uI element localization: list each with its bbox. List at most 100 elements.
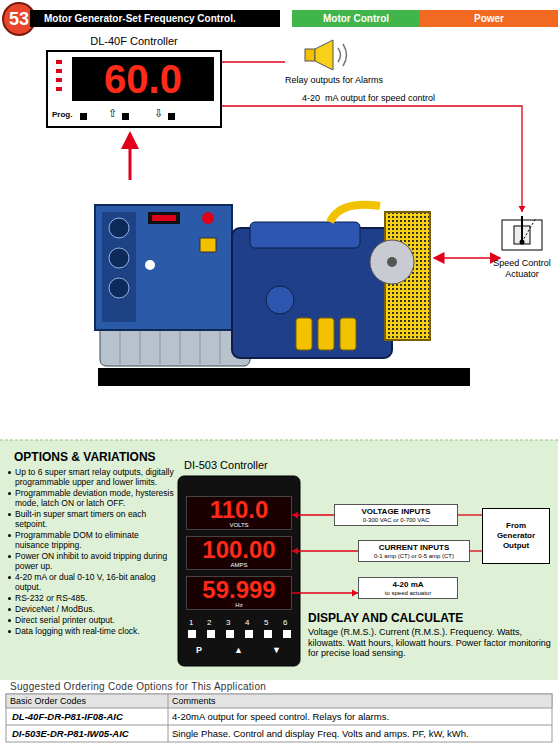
display-digits: 110.0 xyxy=(187,497,291,522)
label-holder: 2 xyxy=(207,618,211,627)
connector xyxy=(458,515,482,516)
panel-border xyxy=(0,440,558,441)
options-panel: OPTIONS & VARIATIONS Up to 6 super smart … xyxy=(0,440,558,680)
status-led xyxy=(56,78,62,82)
connector-line xyxy=(222,61,285,62)
box-detail: 0-300 VAC or 0-700 VAC xyxy=(335,516,457,524)
label-holder: DL-40F-DR-P81-IF08-AIC xyxy=(12,711,123,722)
bullet-dot xyxy=(8,555,11,558)
connector-line xyxy=(458,514,482,515)
alarm-label: Relay outputs for Alarms xyxy=(285,38,405,86)
bullet-text: 4-20 mA or dual 0-10 V, 16-bit analog ou… xyxy=(15,572,174,592)
table-rule xyxy=(168,694,169,742)
display-unit: AMPS xyxy=(187,562,291,569)
connector-line xyxy=(292,514,334,515)
generator-set xyxy=(95,205,470,386)
status-led xyxy=(56,69,62,73)
label-holder: Suggested Ordering Code Options for This… xyxy=(10,681,266,693)
category-tab: Motor Control xyxy=(292,10,420,27)
button-label: P xyxy=(196,645,202,655)
table-cell: Single Phase. Control and display Freq. … xyxy=(172,728,469,739)
connector xyxy=(222,62,285,63)
bullet-text: DeviceNet / ModBus. xyxy=(15,604,95,614)
status-led xyxy=(56,87,62,91)
bullet-dot xyxy=(8,608,11,611)
label-holder: 5 xyxy=(264,618,268,627)
panel-heading: OPTIONS & VARIATIONS xyxy=(14,450,558,464)
label-holder: Prog. xyxy=(52,110,72,120)
options-panel-ground xyxy=(0,440,558,680)
edge-label: 4-20 mA output for speed control xyxy=(300,93,437,104)
speaker-icon xyxy=(295,38,355,72)
bullet-text: Programmable DOM to eliminate nuisance t… xyxy=(15,530,174,550)
push-button xyxy=(168,113,175,120)
bullet-list: Up to 6 super smart relay outputs, digit… xyxy=(8,467,174,636)
bullet-row: DeviceNet / ModBus. xyxy=(8,604,174,614)
input-box: VOLTAGE INPUTS0-300 VAC or 0-700 VAC xyxy=(334,504,458,526)
connector-line xyxy=(292,550,358,551)
di503-controller: DI-503 Controller110.0VOLTS100.00AMPS59.… xyxy=(178,458,300,668)
box-title: From Generator Output xyxy=(486,521,546,551)
bullet-dot xyxy=(8,534,11,537)
push-button xyxy=(283,630,291,638)
actuator-lever xyxy=(522,218,536,242)
speed-actuator: Speed Control Actuator xyxy=(486,212,558,288)
bullet-text: Power ON inhibit to avoid tripping durin… xyxy=(15,551,174,571)
bullet-dot xyxy=(8,471,11,474)
bullet-dot xyxy=(8,597,11,600)
di503-body xyxy=(178,476,300,666)
bullet-row: Power ON inhibit to avoid tripping durin… xyxy=(8,551,174,571)
bullet-dot xyxy=(8,576,11,579)
box-title: VOLTAGE INPUTS xyxy=(335,507,457,516)
display-unit: Hz xyxy=(187,602,291,609)
title-bar: Motor Generator-Set Frequency Control. xyxy=(30,10,280,27)
box-title: 4-20 mA xyxy=(359,580,457,589)
speaker-part xyxy=(315,40,333,70)
push-button xyxy=(245,630,253,638)
bullet-text: Built-in super smart timers on each setp… xyxy=(15,509,174,529)
label-holder: Comments xyxy=(172,696,216,707)
connector xyxy=(292,512,334,519)
label-holder: ⇩ xyxy=(154,107,163,120)
alarm-speaker: Relay outputs for Alarms xyxy=(285,38,405,90)
label-holder: 4-20 mA output for speed control xyxy=(300,93,437,104)
title-text: Motor Generator-Set Frequency Control. xyxy=(44,10,280,27)
display-digits: 100.00 xyxy=(187,537,291,562)
section-text: Voltage (R.M.S.). Current (R.M.S.). Freq… xyxy=(308,627,552,659)
table-heading: Suggested Ordering Code Options for This… xyxy=(10,681,266,693)
bullet-text: RS-232 or RS-485. xyxy=(15,593,87,603)
actuator-pivot xyxy=(520,240,525,245)
bullet-row: Built-in super smart timers on each setp… xyxy=(8,509,174,529)
button-label: ⇧ xyxy=(108,107,117,120)
button-number: 4 xyxy=(245,618,249,627)
status-led xyxy=(56,60,62,64)
bullet-row: Up to 6 super smart relay outputs, digit… xyxy=(8,467,174,487)
dl40f-controller: DL-40F Controller60.0Prog.⇧⇩ xyxy=(46,34,222,128)
actuator-icon xyxy=(500,212,544,254)
push-button xyxy=(226,630,234,638)
input-box: CURRENT INPUTS0-1 amp (CT) or 0-5 amp (C… xyxy=(358,540,470,562)
label-holder: 4 xyxy=(245,618,249,627)
table-cell: DI-503E-DR-P81-IW05-AIC xyxy=(12,728,129,739)
bullet-text: Data logging with real-time clock. xyxy=(15,626,140,636)
label-holder: Basic Order Codes xyxy=(10,696,86,707)
button-label: ▼ xyxy=(272,645,281,655)
display-digits: 60.0 xyxy=(72,57,214,101)
bullet-text: Up to 6 super smart relay outputs, digit… xyxy=(15,467,174,487)
push-button xyxy=(188,630,196,638)
push-button xyxy=(122,113,129,120)
table-rule xyxy=(6,725,552,726)
display-window: 100.00AMPS xyxy=(186,536,292,570)
button-label: ⇩ xyxy=(154,107,163,120)
bullet-dot xyxy=(8,630,11,633)
display-digits: 59.999 xyxy=(187,577,291,602)
button-number: 6 xyxy=(283,618,287,627)
button-number: 1 xyxy=(189,618,193,627)
bullet-row: Programmable deviation mode, hysteresis … xyxy=(8,488,174,508)
bullet-dot xyxy=(8,492,11,495)
label-holder: P xyxy=(196,645,202,655)
bullet-dot xyxy=(8,513,11,516)
label-holder: DISPLAY AND CALCULATE xyxy=(308,611,552,625)
bullet-row: 4-20 mA or dual 0-10 V, 16-bit analog ou… xyxy=(8,572,174,592)
